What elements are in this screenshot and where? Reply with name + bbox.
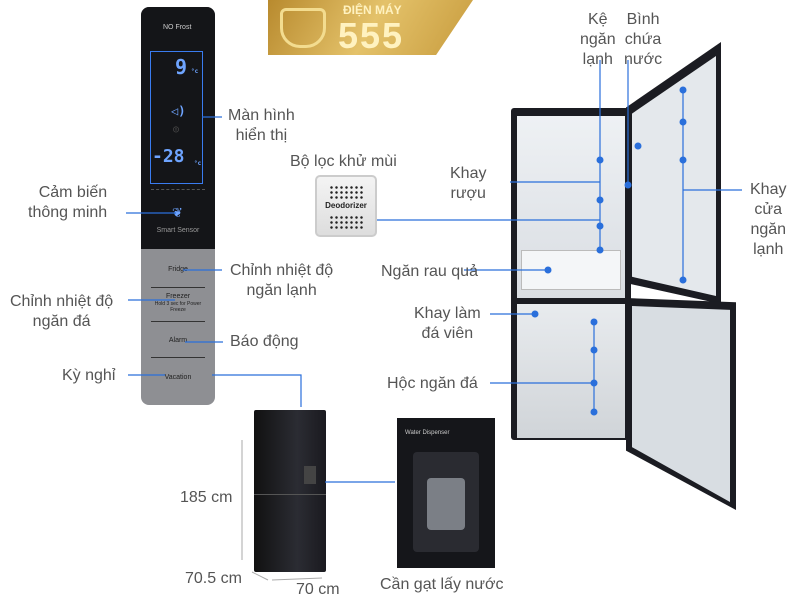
- dimension-width: 70 cm: [296, 581, 340, 598]
- callout-vacation: Kỳ nghỉ: [62, 367, 116, 384]
- callout-dispenser-lever: Cần gạt lấy nước: [380, 576, 504, 593]
- callout-alarm: Báo động: [230, 333, 299, 350]
- temp-unit: °c: [191, 68, 199, 75]
- fridge-door-lower: [626, 298, 736, 510]
- fridge-closed-image: [254, 410, 326, 572]
- logo-line2: 555: [338, 15, 405, 56]
- logo-emblem-icon: [280, 8, 326, 48]
- water-lever: [427, 478, 465, 530]
- power-icon: ◎: [173, 124, 180, 135]
- temp-unit: °c: [194, 160, 202, 167]
- dispenser-label: Water Dispenser: [405, 430, 450, 436]
- control-panel: NO Frost 9 °c ◁) ◎ -28 °c ❦ Smart Sensor…: [141, 7, 215, 405]
- leaf-icon: ❦: [172, 205, 183, 220]
- deodorizer-image: Deodorizer: [315, 175, 377, 237]
- alarm-button[interactable]: Alarm: [168, 337, 188, 344]
- dimension-height: 185 cm: [180, 489, 233, 506]
- no-frost-badge: NO Frost: [163, 24, 192, 31]
- deodorizer-text: Deodorizer: [325, 201, 367, 210]
- dimension-depth: 70.5 cm: [185, 570, 242, 587]
- brand-logo: ĐIỆN MÁY 555: [268, 0, 473, 55]
- callout-deodorizer: Bộ lọc khử mùi: [290, 153, 397, 170]
- speaker-icon: ◁): [171, 104, 186, 118]
- fridge-open-image: [511, 108, 631, 440]
- dimension-lines: [241, 440, 323, 581]
- logo-line1: ĐIỆN MÁY: [343, 3, 402, 17]
- smart-sensor-label: Smart Sensor: [156, 227, 200, 234]
- vacation-button[interactable]: Vacation: [164, 374, 192, 381]
- water-dispenser-image: Water Dispenser: [397, 418, 495, 568]
- freezer-temp: -28: [152, 146, 185, 167]
- fridge-button[interactable]: Fridge: [168, 266, 188, 273]
- callout-crisper: Ngăn rau quả: [381, 263, 478, 280]
- callout-freezer-drawer: Hộc ngăn đá: [387, 375, 478, 392]
- fridge-temp: 9: [175, 55, 188, 79]
